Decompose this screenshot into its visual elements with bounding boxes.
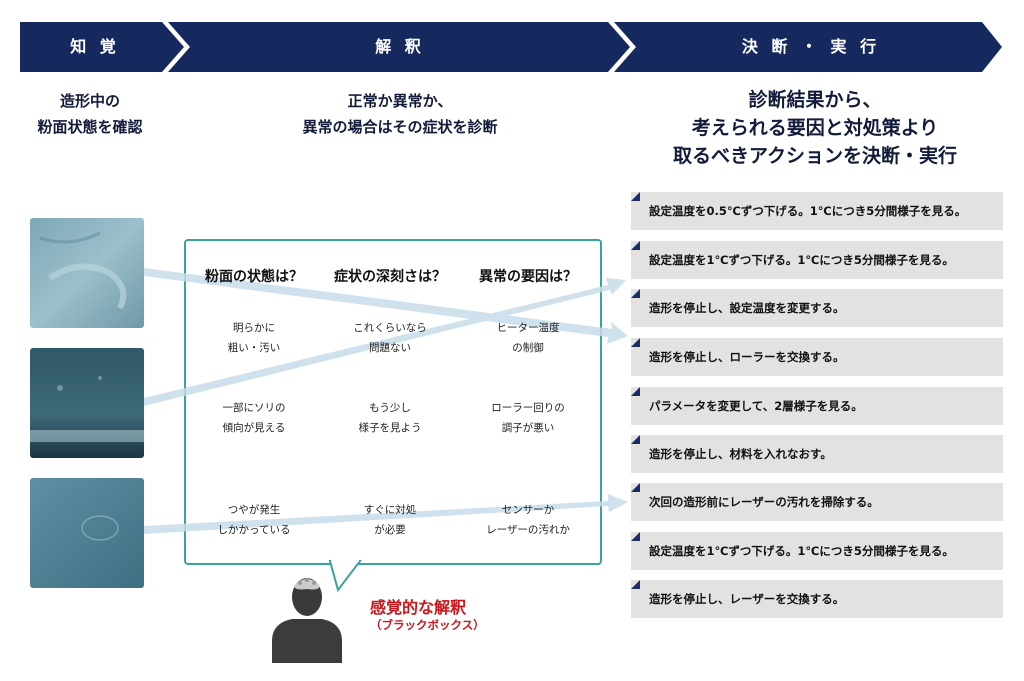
action-item: 設定温度を1℃ずつ下げる。1℃につき5分間様子を見る。 bbox=[631, 241, 1003, 279]
cell-line: 傾向が見える bbox=[222, 422, 286, 434]
corner-marker-icon bbox=[631, 483, 640, 492]
corner-marker-icon bbox=[631, 289, 640, 298]
cell-line: 調子が悪い bbox=[501, 422, 555, 434]
cell-line: もう少し bbox=[369, 402, 411, 414]
corner-marker-icon bbox=[631, 580, 640, 589]
action-item: 設定温度を0.5℃ずつ下げる。1℃につき5分間様子を見る。 bbox=[631, 192, 1003, 230]
action-item: 造形を停止し、レーザーを交換する。 bbox=[631, 580, 1003, 618]
corner-marker-icon bbox=[631, 387, 640, 396]
powder-surface-photo bbox=[30, 478, 144, 588]
cell-line: すぐに対処 bbox=[363, 504, 417, 516]
person-icon bbox=[272, 578, 342, 663]
cell-line: 一部にソリの bbox=[222, 402, 286, 414]
desc-decision: 診断結果から、 考えられる要因と対処策より 取るべきアクションを決断・実行 bbox=[620, 86, 1010, 170]
action-label: 造形を停止し、材料を入れなおす。 bbox=[649, 447, 832, 461]
table-cell: もう少し様子を見よう bbox=[322, 398, 458, 438]
column-header: 症状の深刻さは？ bbox=[334, 269, 446, 285]
action-item: 造形を停止し、設定温度を変更する。 bbox=[631, 289, 1003, 327]
table-cell: これくらいなら問題ない bbox=[322, 318, 458, 358]
action-label: 次回の造形前にレーザーの汚れを掃除する。 bbox=[649, 495, 879, 509]
powder-surface-photo bbox=[30, 218, 144, 328]
action-item: 造形を停止し、ローラーを交換する。 bbox=[631, 338, 1003, 376]
cell-line: 様子を見よう bbox=[358, 422, 422, 434]
action-item: パラメータを変更して、2層様子を見る。 bbox=[631, 387, 1003, 425]
cell-line: の制御 bbox=[512, 342, 544, 354]
cell-line: つやが発生 bbox=[227, 504, 281, 516]
action-label: 設定温度を1℃ずつ下げる。1℃につき5分間様子を見る。 bbox=[649, 544, 954, 558]
banner-label-perception: 知 覚 bbox=[70, 37, 120, 56]
cell-line: ヒーター温度 bbox=[496, 322, 560, 334]
corner-marker-icon bbox=[631, 435, 640, 444]
action-label: 造形を停止し、ローラーを交換する。 bbox=[649, 350, 845, 364]
action-label: 造形を停止し、設定温度を変更する。 bbox=[649, 301, 845, 315]
desc-perception-line: 造形中の bbox=[59, 92, 120, 110]
table-cell: センサーかレーザーの汚れか bbox=[460, 500, 596, 540]
desc-decision-line: 考えられる要因と対処策より bbox=[691, 117, 939, 139]
cell-line: しかかっている bbox=[217, 524, 291, 536]
interpreter-subtitle: （ブラックボックス） bbox=[370, 618, 485, 632]
corner-marker-icon bbox=[631, 192, 640, 201]
corner-marker-icon bbox=[631, 532, 640, 541]
desc-decision-line: 診断結果から、 bbox=[748, 89, 882, 111]
powder-surface-photo bbox=[30, 348, 144, 458]
cell-line: 粗い・汚い bbox=[227, 342, 281, 354]
action-item: 造形を停止し、材料を入れなおす。 bbox=[631, 435, 1003, 473]
desc-perception: 造形中の 粉面状態を確認 bbox=[0, 88, 180, 140]
corner-marker-icon bbox=[631, 241, 640, 250]
table-cell: ヒーター温度の制御 bbox=[460, 318, 596, 358]
desc-interpretation-line: 正常か異常か、 bbox=[347, 92, 453, 110]
table-cell: 一部にソリの傾向が見える bbox=[186, 398, 322, 438]
desc-interpretation-line: 異常の場合はその症状を診断 bbox=[302, 118, 498, 136]
cell-line: ローラー回りの bbox=[491, 402, 565, 414]
action-item: 次回の造形前にレーザーの汚れを掃除する。 bbox=[631, 483, 1003, 521]
cell-line: 問題ない bbox=[369, 342, 411, 354]
interpreter-title: 感覚的な解釈 bbox=[370, 598, 467, 617]
action-item: 設定温度を1℃ずつ下げる。1℃につき5分間様子を見る。 bbox=[631, 532, 1003, 570]
desc-decision-line: 取るべきアクションを決断・実行 bbox=[672, 145, 958, 167]
action-label: 設定温度を1℃ずつ下げる。1℃につき5分間様子を見る。 bbox=[649, 253, 954, 267]
action-label: 造形を停止し、レーザーを交換する。 bbox=[649, 592, 845, 606]
desc-perception-line: 粉面状態を確認 bbox=[37, 118, 143, 136]
corner-marker-icon bbox=[631, 338, 640, 347]
action-label: パラメータを変更して、2層様子を見る。 bbox=[649, 399, 863, 413]
banner-decision bbox=[614, 22, 1002, 72]
banner-label-interpretation: 解 釈 bbox=[375, 37, 425, 56]
speech-bubble-tail bbox=[328, 558, 363, 593]
cell-line: 明らかに bbox=[233, 322, 275, 334]
cell-line: レーザーの汚れか bbox=[486, 524, 570, 536]
banner-perception bbox=[20, 22, 184, 72]
column-header: 粉面の状態は？ bbox=[205, 269, 303, 285]
banner-label-decision: 決 断 ・ 実 行 bbox=[741, 37, 881, 56]
action-label: 設定温度を0.5℃ずつ下げる。1℃につき5分間様子を見る。 bbox=[649, 204, 967, 218]
table-cell: ローラー回りの調子が悪い bbox=[460, 398, 596, 438]
stage-banner bbox=[20, 22, 1002, 72]
cell-line: これくらいなら bbox=[353, 322, 427, 334]
table-cell: すぐに対処が必要 bbox=[322, 500, 458, 540]
cell-line: センサーか bbox=[501, 504, 555, 516]
column-header: 異常の要因は？ bbox=[479, 269, 577, 285]
table-cell: つやが発生しかかっている bbox=[186, 500, 322, 540]
desc-interpretation: 正常か異常か、 異常の場合はその症状を診断 bbox=[200, 88, 600, 140]
table-cell: 明らかに粗い・汚い bbox=[186, 318, 322, 358]
banner-interpretation bbox=[168, 22, 630, 72]
cell-line: が必要 bbox=[374, 524, 406, 536]
